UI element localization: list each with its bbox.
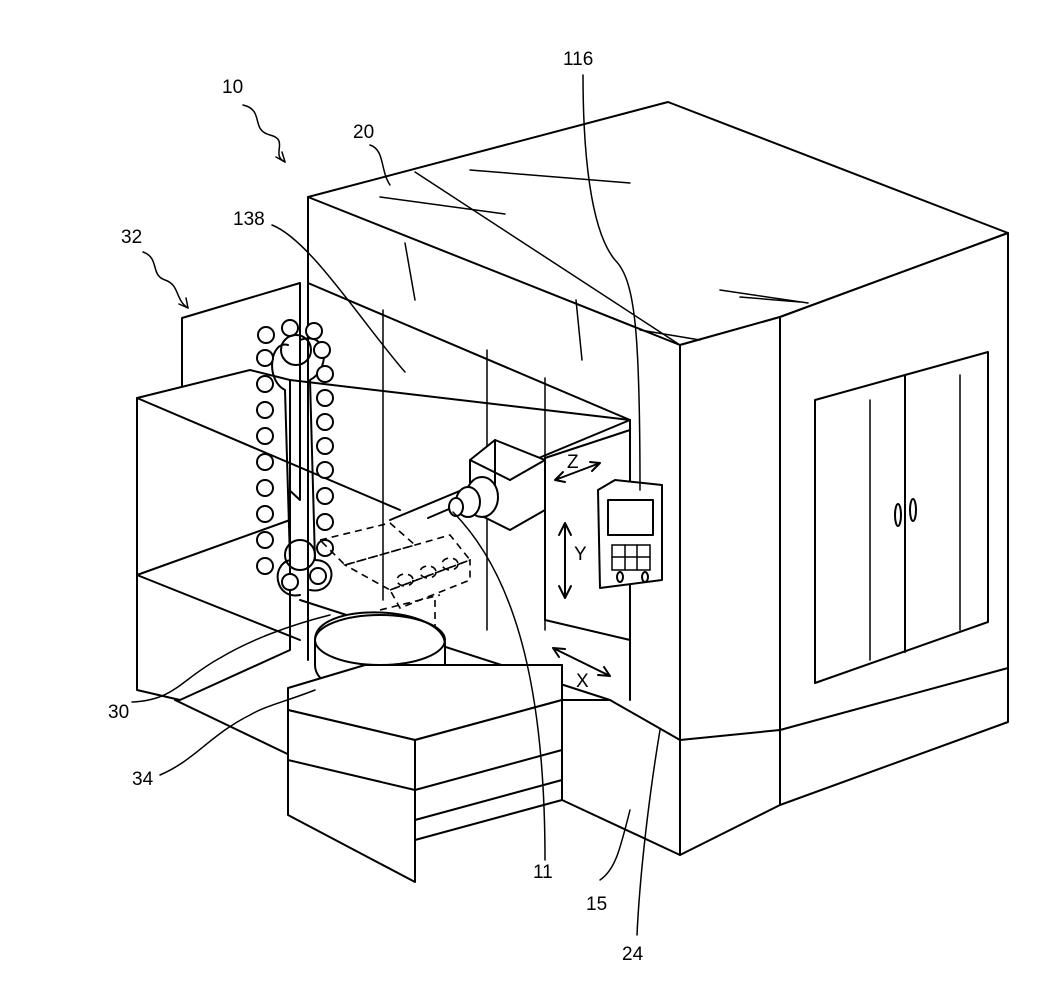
label-15: 15 [586,894,607,915]
label-34: 34 [132,769,154,790]
label-138: 138 [233,209,265,230]
left-enclosure [137,370,300,760]
label-axis-z: Z [567,452,579,473]
control-panel [598,480,662,588]
label-axis-y: Y [574,544,587,565]
label-24: 24 [622,944,644,965]
label-30: 30 [108,702,129,723]
bed [562,665,680,855]
label-11: 11 [533,862,553,883]
label-axis-x: X [576,671,589,692]
label-32: 32 [121,227,142,248]
label-20: 20 [353,122,374,143]
label-116: 116 [563,49,593,70]
base-block [288,665,562,882]
spindle-head [428,440,545,530]
label-10: 10 [222,77,243,98]
